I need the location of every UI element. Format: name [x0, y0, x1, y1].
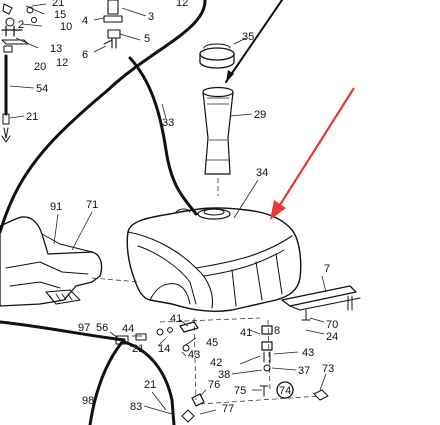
bottom-fittings — [143, 373, 329, 423]
label-12b: 12 — [56, 57, 68, 69]
label-43: 43 — [188, 349, 200, 361]
main-vent-hose — [0, 0, 207, 234]
label-41: 41 — [170, 313, 182, 325]
label-91: 91 — [50, 201, 62, 213]
label-37: 37 — [298, 365, 310, 377]
label-76: 76 — [208, 379, 220, 391]
label-33: 33 — [162, 117, 174, 129]
red-pointer-arrow — [270, 87, 355, 220]
fitting-parts-3-4 — [93, 0, 147, 53]
label-73: 73 — [322, 363, 334, 375]
label-56: 56 — [96, 322, 108, 334]
label-41b: 41 — [240, 327, 252, 339]
label-6: 6 — [82, 49, 88, 61]
pointer-leader-to-cap — [225, 0, 283, 83]
label-24: 24 — [326, 331, 338, 343]
label-14: 14 — [158, 343, 170, 355]
label-10: 10 — [60, 21, 72, 33]
label-43b: 43 — [302, 347, 314, 359]
mounting-rail-7 — [281, 275, 361, 335]
label-20: 20 — [34, 61, 46, 73]
label-12: 12 — [176, 0, 188, 9]
label-7: 7 — [324, 263, 330, 275]
label-3: 3 — [148, 11, 154, 23]
label-35: 35 — [242, 31, 254, 43]
label-98: 98 — [82, 395, 94, 407]
label-77: 77 — [222, 403, 234, 415]
label-8: 8 — [274, 325, 280, 337]
filler-cap-35 — [199, 37, 247, 69]
fuel-tank-34 — [126, 179, 302, 313]
label-4: 4 — [82, 15, 88, 27]
part-labels: 21 15 3 4 12 2 10 5 13 6 20 12 35 54 21 … — [18, 0, 338, 415]
label-34: 34 — [256, 167, 268, 179]
vertical-vent-tube — [1, 54, 35, 143]
label-21: 21 — [52, 0, 64, 9]
filler-neck-29 — [202, 86, 253, 196]
label-44: 44 — [122, 323, 134, 335]
label-2: 2 — [18, 19, 24, 31]
label-21d: 21 — [144, 379, 156, 391]
label-15: 15 — [54, 9, 66, 21]
label-83: 83 — [130, 401, 142, 413]
label-29: 29 — [254, 109, 266, 121]
label-38: 38 — [218, 369, 230, 381]
label-13: 13 — [50, 43, 62, 55]
label-75: 75 — [234, 385, 246, 397]
label-97: 97 — [78, 322, 90, 334]
label-42: 42 — [210, 357, 222, 369]
label-21c: 21 — [132, 343, 144, 355]
label-71: 71 — [86, 199, 98, 211]
shroud-bracket-91-71 — [0, 211, 141, 307]
label-45: 45 — [206, 337, 218, 349]
label-5: 5 — [144, 33, 150, 45]
top-left-hardware — [0, 0, 48, 60]
label-54: 54 — [36, 83, 48, 95]
label-21b: 21 — [26, 111, 38, 123]
lower-fuel-line — [0, 320, 197, 425]
label-70: 70 — [326, 319, 338, 331]
label-74: 74 — [279, 385, 291, 397]
lower-hardware-strap — [135, 317, 299, 401]
